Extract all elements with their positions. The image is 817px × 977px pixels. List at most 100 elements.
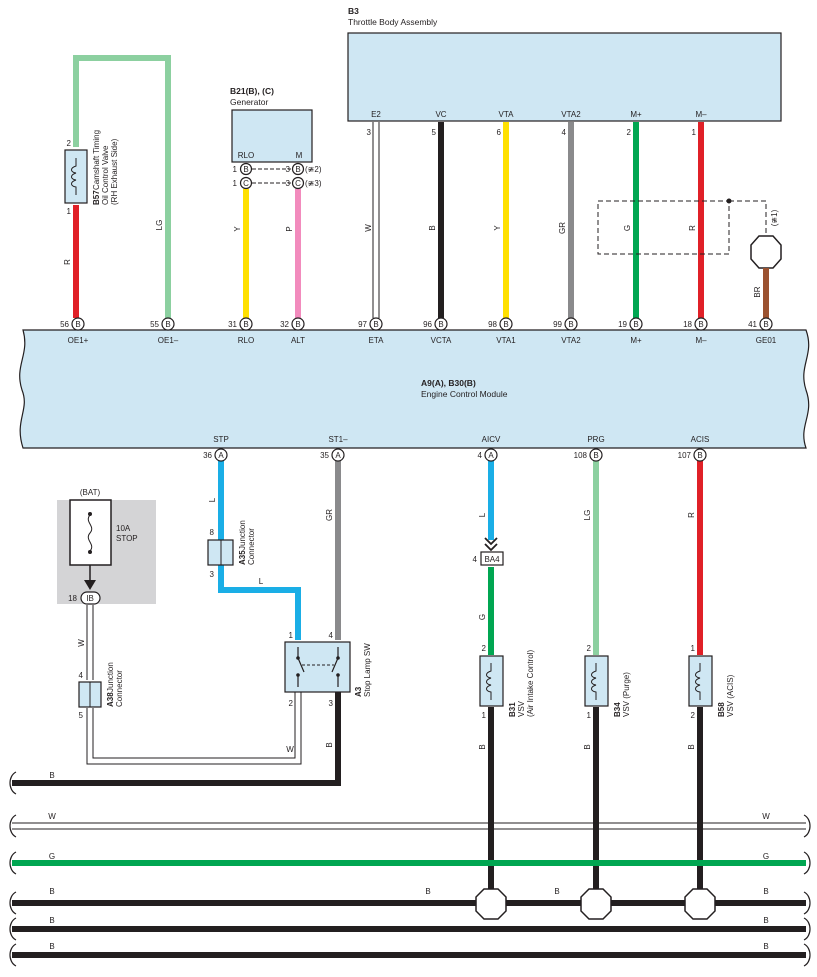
ecm-pin-alt: B 32 ALT (280, 317, 305, 345)
bus-1-label-left: B (49, 771, 54, 780)
ocv-pin-top: 2 (67, 139, 72, 148)
wire-label-a35-l-in: L (208, 497, 217, 502)
b58-coil-icon (695, 663, 701, 700)
bus-4-label-mid: B (425, 887, 430, 896)
ocv-code: B57 (92, 190, 101, 205)
svg-text:RLO: RLO (238, 336, 254, 345)
a35-line1: Junction (238, 520, 247, 550)
wire-label-g: G (623, 225, 632, 231)
shield-note: (≇1) (770, 209, 779, 226)
wire-label-st-w: W (286, 745, 294, 754)
svg-text:107: 107 (678, 451, 692, 460)
vsv-b58: 1 2 B58 VSV (ACIS) R B (687, 512, 735, 750)
generator-name: Generator (230, 97, 268, 107)
a38-line1: Junction (106, 662, 115, 692)
wire-label-r: R (688, 225, 697, 231)
bus-w (12, 822, 806, 830)
bus-4-label-left: B (49, 887, 54, 896)
svg-text:A: A (335, 451, 341, 460)
ecm-code: A9(A), B30(B) (421, 378, 476, 388)
svg-text:STP: STP (213, 435, 229, 444)
wire-stp-blue-lower (218, 565, 301, 640)
wire-label-br: BR (753, 286, 762, 297)
svg-text:ST1–: ST1– (328, 435, 348, 444)
throttle-pin-vc: VC (435, 110, 446, 119)
fuse-rating: 10A (116, 524, 131, 533)
ecm-pin-ge01: B 41 GE01 (748, 317, 777, 345)
bus-3-label-left: G (49, 852, 55, 861)
ecm-pin-st1minus: A 35 ST1– (320, 435, 348, 462)
a38-code: A38 (106, 692, 115, 707)
vsv-b34: 2 1 B34 VSV (Purge) LG B (583, 510, 631, 750)
throttle-pinnum-mplus: 2 (627, 128, 632, 137)
ecm-pin-rlo: B 31 RLO (228, 317, 254, 345)
fuse-block: (BAT) 10A STOP IB 18 W (57, 488, 156, 647)
gen-note-row2: (≇3) (305, 179, 322, 188)
ecm-pin-oe1plus: B 56 OE1+ (60, 317, 89, 345)
stop-sw-pin4: 4 (329, 631, 334, 640)
a38-line2: Connector (115, 670, 124, 707)
svg-text:ALT: ALT (291, 336, 305, 345)
b34-coil-icon (591, 663, 597, 700)
throttle-pin-mplus: M+ (630, 110, 642, 119)
gen-conn-c-left (239, 176, 253, 190)
wire-label-gen-y: Y (233, 226, 242, 232)
fuse-source: (BAT) (80, 488, 101, 497)
throttle-pin-mminus: M– (695, 110, 707, 119)
throttle-pinnum-vta2: 4 (562, 128, 567, 137)
b34-box (584, 655, 609, 707)
svg-text:VTA2: VTA2 (561, 336, 581, 345)
ba4-chevron-icon (484, 537, 498, 552)
throttle-wires: (≇1) W B Y GR G R BR (364, 122, 782, 318)
splice-b58 (684, 888, 716, 920)
throttle-body-box (347, 32, 782, 122)
bus-3-label-right: G (763, 852, 769, 861)
svg-text:B: B (568, 320, 573, 329)
generator: B21(B), (C) Generator RLO M B C B C 1 1 … (230, 86, 322, 318)
svg-text:B: B (373, 320, 378, 329)
fuse-icon (87, 514, 93, 552)
bus-5-label-right: B (763, 916, 768, 925)
throttle-pin-vta: VTA (499, 110, 515, 119)
fuse-conn (80, 591, 101, 605)
b31-box (479, 655, 504, 707)
svg-text:B: B (75, 320, 80, 329)
wire-label-ba4-g: G (478, 614, 487, 620)
svg-text:19: 19 (618, 320, 627, 329)
wire-fuse-w (86, 605, 94, 680)
ecm-pin-vta1: B 98 VTA1 (488, 317, 516, 345)
bus-2-label-left: W (48, 812, 56, 821)
gen-conn-c-right (291, 176, 305, 190)
generator-m: M (296, 151, 303, 160)
bus-6-label-left: B (49, 942, 54, 951)
a38-pin-bot: 5 (79, 711, 84, 720)
b31-code: B31 (508, 702, 517, 717)
gen-conn-b-left-label: B (243, 165, 248, 174)
svg-text:PRG: PRG (587, 435, 604, 444)
vsv-b31: 2 1 B31 VSV (Air Intake Control) B (478, 644, 535, 750)
ba4-box (480, 551, 504, 566)
b58-line1: VSV (ACIS) (726, 674, 735, 717)
wire-label-st-gr: GR (325, 509, 334, 521)
svg-text:108: 108 (574, 451, 588, 460)
fuse-conn-label: IB (86, 594, 94, 603)
ocv-pin-bot: 1 (67, 207, 72, 216)
b31-pin-bot: 1 (482, 711, 487, 720)
throttle-pinnum-mminus: 1 (692, 128, 697, 137)
svg-text:VTA1: VTA1 (496, 336, 516, 345)
ocv-coil-icon (71, 158, 77, 195)
gen-conn-b-right (291, 162, 305, 176)
stop-sw-box (284, 641, 351, 693)
wire-e2-white (372, 122, 380, 318)
gen-conn-b-left (239, 162, 253, 176)
stop-sw-pin2: 2 (289, 699, 294, 708)
wire-label-y: Y (493, 225, 502, 231)
wire-label-ba4-l: L (478, 512, 487, 517)
b58-box (688, 655, 713, 707)
svg-text:A: A (218, 451, 224, 460)
wire-label-b34-lg: LG (583, 510, 592, 521)
a35-pin-bot: 3 (210, 570, 215, 579)
bus-4-label-right: B (763, 887, 768, 896)
svg-text:ACIS: ACIS (691, 435, 710, 444)
